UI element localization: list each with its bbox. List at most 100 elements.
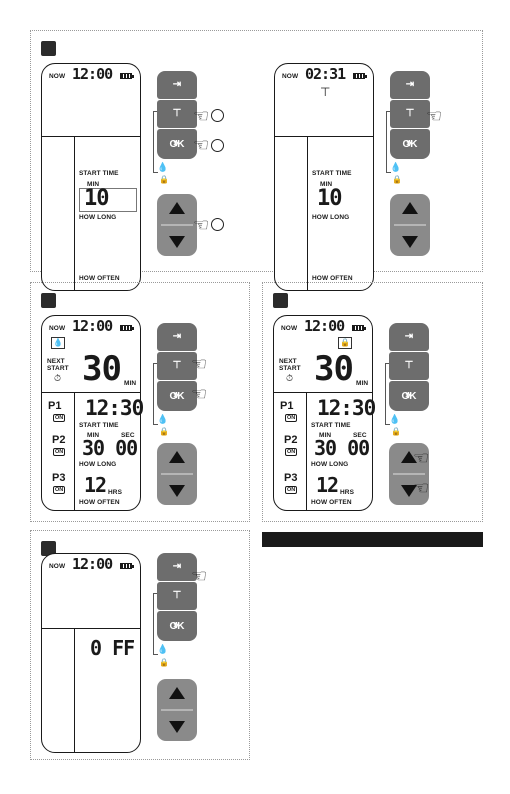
step-badge (41, 41, 56, 56)
now-label: NOW (49, 563, 66, 570)
up-arrow-button[interactable] (169, 202, 185, 214)
arrow-buttons (389, 443, 429, 505)
manual-button[interactable]: ⇥ (157, 553, 197, 581)
arrow-buttons (390, 194, 430, 256)
min-label: MIN (87, 432, 100, 439)
manual-icon: ⇥ (172, 331, 182, 342)
manual-button[interactable]: ⇥ (157, 71, 197, 99)
duration-display: 10 (84, 186, 109, 211)
p2-label: P2 (52, 434, 66, 446)
control-buttons: ⇥ ⊤ ✲OK (153, 71, 201, 173)
divider (275, 136, 373, 138)
divider (74, 392, 76, 510)
off-status-display: 0 FF (90, 636, 135, 660)
hand-pointer-icon: ☜ (191, 384, 208, 404)
up-arrow-button[interactable] (169, 687, 185, 699)
arrow-separator (161, 473, 193, 475)
gear-icon: ✲ (405, 391, 412, 400)
ok-button[interactable]: ✲OK (390, 129, 430, 159)
step-circle-1 (211, 109, 224, 122)
p3-label: P3 (284, 472, 298, 484)
lock-icon: 🔒 (159, 427, 169, 436)
duration-display: 10 (317, 186, 342, 211)
ok-button[interactable]: ✲OK (157, 129, 197, 159)
hand-pointer-icon: ☜ (426, 106, 443, 126)
lcd-screen: NOW 02:31 ⊤ START TIME MIN 10 HOW LONG H… (274, 63, 374, 291)
clock-display: 12:00 (72, 65, 113, 83)
manual-button[interactable]: ⇥ (389, 323, 429, 351)
faucet-icon: ⊤ (172, 360, 182, 371)
duration-highlight-box (79, 188, 137, 212)
arrow-buttons (157, 443, 197, 505)
faucet-button[interactable]: ⊤ (157, 352, 197, 380)
down-arrow-button[interactable] (169, 721, 185, 733)
min-label: MIN (87, 181, 100, 188)
manual-button[interactable]: ⇥ (390, 71, 430, 99)
how-often-label: HOW OFTEN (79, 275, 120, 282)
down-arrow-button[interactable] (169, 236, 185, 248)
bracket (153, 111, 158, 173)
divider (307, 136, 309, 290)
panel-step-1: NOW 12:00 START TIME MIN 10 HOW LONG HOW… (30, 30, 483, 291)
now-label: NOW (281, 325, 298, 332)
ok-button[interactable]: ✲OK (157, 611, 197, 641)
up-arrow-button[interactable] (402, 202, 418, 214)
hand-pointer-icon: ☜ (413, 478, 430, 498)
how-long-label: HOW LONG (79, 461, 117, 468)
faucet-button[interactable]: ⊤ (157, 582, 197, 610)
how-long-display: 30 00 (314, 436, 370, 460)
down-arrow-button[interactable] (402, 236, 418, 248)
faucet-button[interactable]: ⊤ (390, 100, 430, 128)
how-often-display: 12 (316, 473, 339, 497)
battery-icon (352, 325, 366, 331)
ok-button[interactable]: ✲OK (157, 381, 197, 411)
up-arrow-button[interactable] (401, 451, 417, 463)
on-badge: ON (285, 414, 298, 422)
how-long-display: 30 00 (82, 436, 138, 460)
down-arrow-button[interactable] (401, 485, 417, 497)
start-time-label: START TIME (312, 170, 352, 177)
divider (42, 392, 140, 394)
divider (42, 628, 140, 630)
on-badge: ON (53, 486, 66, 494)
hrs-label: HRS (340, 489, 355, 496)
down-arrow-button[interactable] (169, 485, 185, 497)
start-time-label: START TIME (311, 422, 351, 429)
step-circle-2 (211, 139, 224, 152)
manual-icon: ⇥ (404, 331, 414, 342)
min-label: MIN (319, 432, 332, 439)
clock-display: 02:31 (305, 65, 346, 83)
panel-step-5: NOW 12:00 0 FF ⇥ ⊤ ✲OK 💧 🔒 ☜ (30, 530, 250, 760)
hrs-label: HRS (108, 489, 123, 496)
gear-icon: ✲ (173, 139, 180, 148)
control-buttons: ⇥ ⊤ ✲OK (385, 323, 433, 425)
battery-icon (120, 73, 134, 79)
control-buttons: ⇥ ⊤ ✲OK (153, 553, 201, 655)
battery-icon (120, 325, 134, 331)
faucet-button[interactable]: ⊤ (389, 352, 429, 380)
start-time-label: START TIME (79, 170, 119, 177)
how-often-label: HOW OFTEN (312, 275, 353, 282)
ok-button[interactable]: ✲OK (389, 381, 429, 411)
stopwatch-icon: ⏱ (286, 373, 294, 383)
next-start-label: NEXT START (47, 358, 69, 373)
how-long-label: HOW LONG (312, 214, 350, 221)
hand-pointer-icon: ☜ (413, 448, 430, 468)
min-label: MIN (124, 380, 137, 387)
hand-pointer-icon: ☜ (191, 354, 208, 374)
lock-icon: 🔒 (159, 175, 169, 184)
manual-button[interactable]: ⇥ (157, 323, 197, 351)
faucet-icon: ⊤ (172, 108, 182, 119)
next-start-display: 30 (314, 349, 354, 389)
up-arrow-button[interactable] (169, 451, 185, 463)
faucet-icon: ⊤ (405, 108, 415, 119)
p1-label: P1 (48, 400, 62, 412)
step-badge (41, 541, 56, 556)
hand-pointer-icon: ☜ (191, 566, 208, 586)
battery-icon (120, 563, 134, 569)
arrow-separator (161, 224, 193, 226)
faucet-button[interactable]: ⊤ (157, 100, 197, 128)
divider (306, 392, 308, 510)
how-long-label: HOW LONG (79, 214, 117, 221)
bracket (385, 363, 390, 425)
